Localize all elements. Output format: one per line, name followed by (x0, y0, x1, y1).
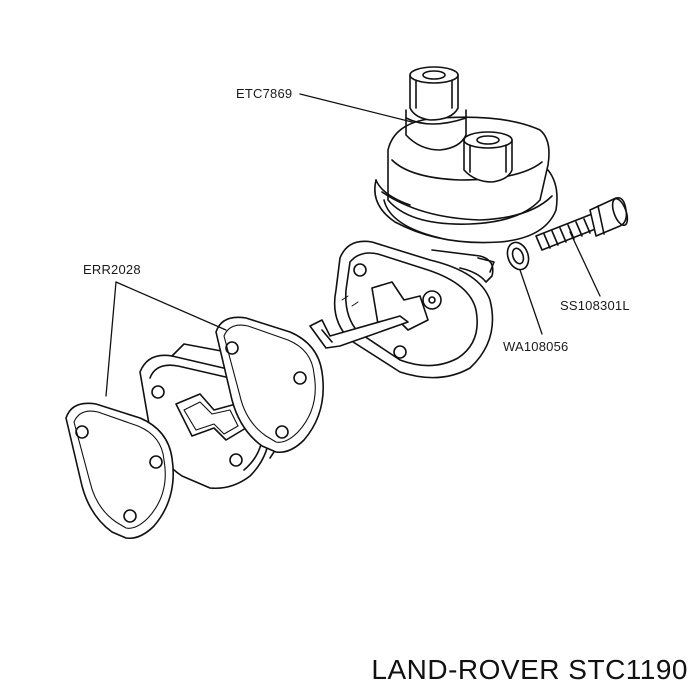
leader-lines (105, 93, 601, 397)
washer (506, 241, 530, 271)
label-pump-cover-part-number: ETC7869 (236, 86, 293, 101)
screw (535, 196, 629, 251)
leader-wa (519, 269, 543, 335)
part-caption: LAND-ROVER STC1190 (371, 654, 688, 685)
label-gasket-part-number: ERR2028 (83, 262, 141, 277)
gasket-front (65, 402, 174, 540)
leader-err-a (105, 281, 117, 397)
fuel-pump-body (374, 66, 558, 244)
label-screw-part-number: SS108301L (560, 298, 630, 313)
label-washer-part-number: WA108056 (503, 339, 569, 354)
gasket-rear (215, 316, 324, 454)
leader-etc (299, 93, 413, 123)
pump-lower-housing (309, 240, 495, 379)
leader-ss (569, 231, 601, 297)
leader-err-b (115, 281, 227, 331)
